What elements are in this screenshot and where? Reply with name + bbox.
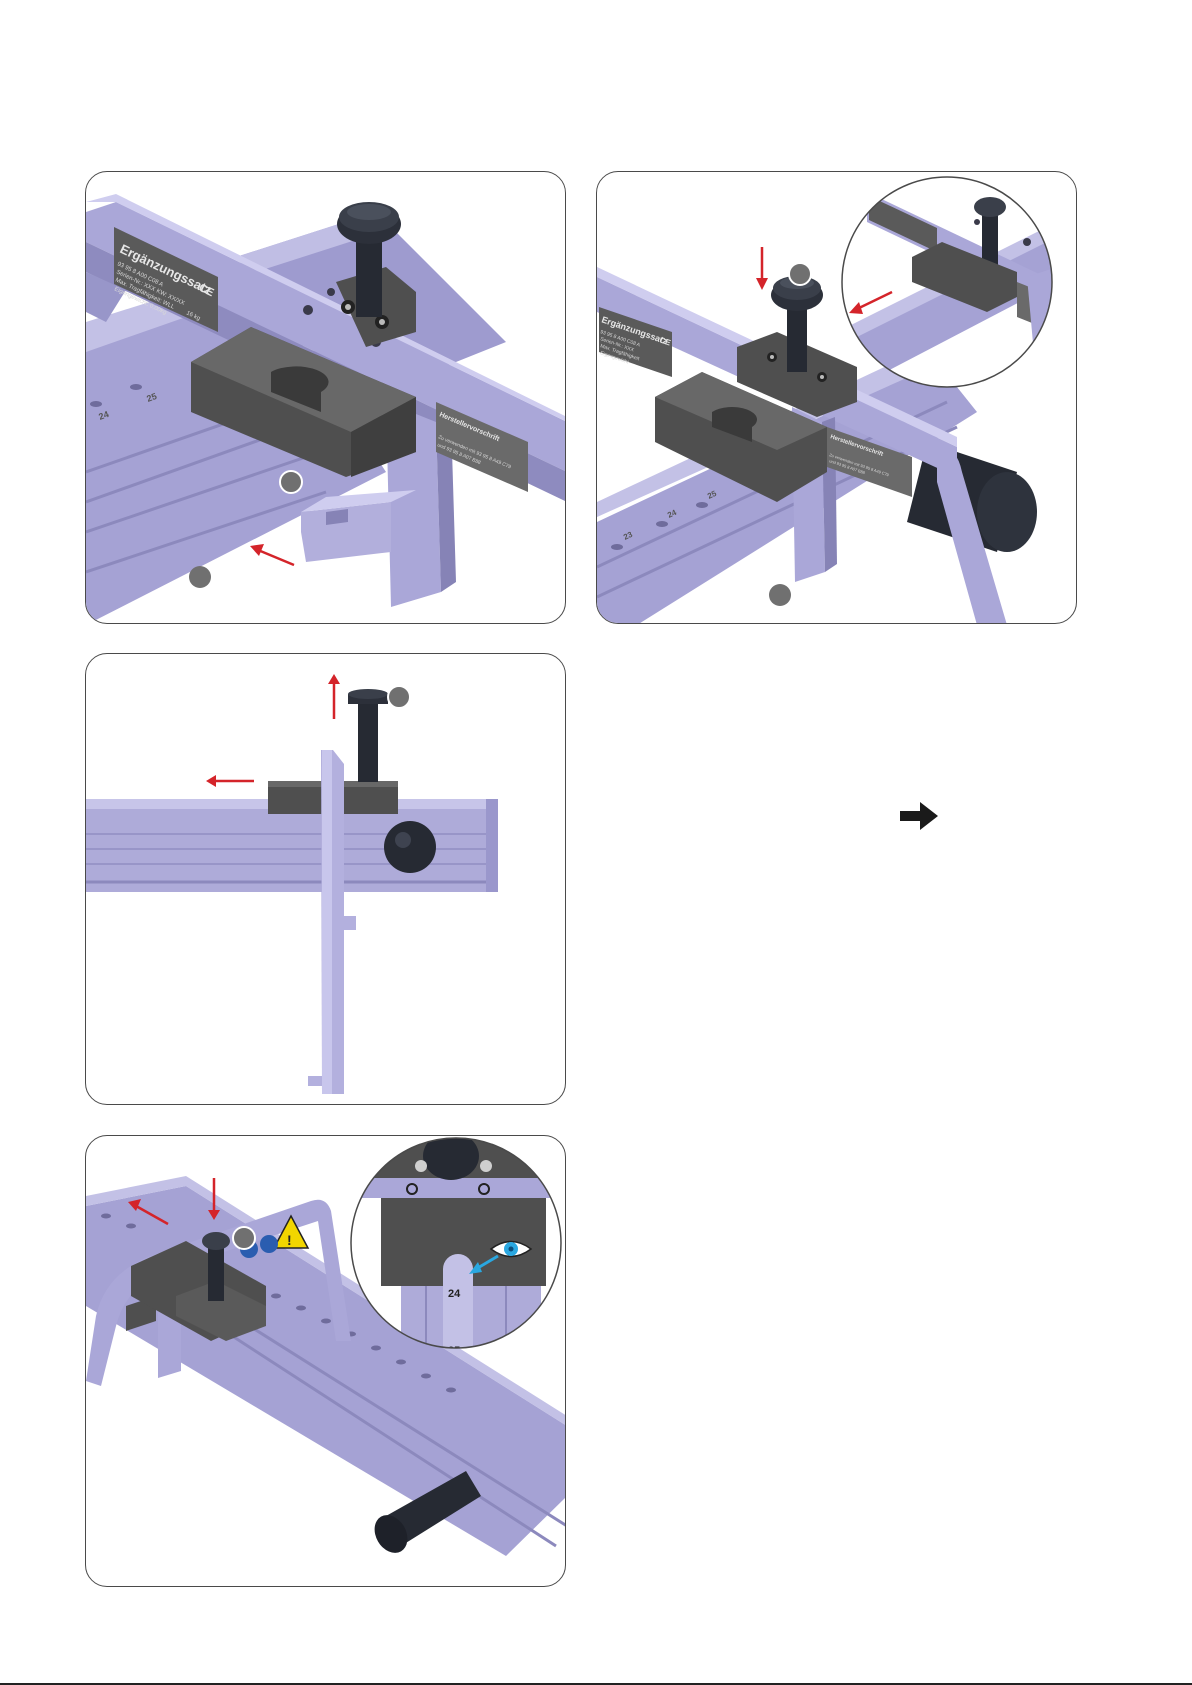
type-plate-line: 16 kg [185, 310, 201, 322]
svg-text:!: ! [287, 1232, 292, 1248]
scale-mark: 23 [622, 530, 634, 542]
eye-icon [489, 1240, 533, 1258]
callout-dot-icon [189, 566, 211, 588]
type-plate-ce: CE [658, 335, 672, 347]
scale-mark: 24 [97, 409, 110, 422]
illustration-3-drawing [86, 674, 498, 1094]
red-arrow-icon [206, 775, 254, 787]
detail-zoom-circle: 24 25 [350, 1137, 562, 1357]
detail-mark: 24 [448, 1288, 461, 1300]
red-arrow-icon [208, 1178, 220, 1220]
clamp-block-back [737, 332, 857, 417]
red-arrow-icon [756, 247, 768, 290]
red-arrow-icon [128, 1199, 169, 1226]
callout-dot-icon [788, 262, 812, 286]
frame-leg [937, 442, 1007, 623]
illustration-2-drawing: 23 24 25 Ergänzungssatz CE 93 95 8 A00 C… [597, 176, 1053, 623]
knob-pin [337, 202, 401, 317]
illustration-1-drawing: 25 24 Ergänzungssatz CE 93 95 8 A00 C08 … [86, 194, 565, 623]
frame-hook [301, 502, 391, 562]
callout-dot-icon [387, 685, 411, 709]
scale-mark: 25 [706, 489, 718, 501]
detail-zoom-circle [841, 176, 1053, 388]
detail-mark: 25 [448, 1345, 460, 1357]
illustration-panel-1: 25 24 Ergänzungssatz CE 93 95 8 A00 C08 … [85, 171, 566, 624]
scale-mark: 25 [145, 391, 158, 404]
type-plate: Ergänzungssatz CE 93 95 8 A00 C08 A Seri… [599, 307, 672, 377]
callout-dot-icon [769, 584, 791, 606]
type-plate-ce: CE [197, 282, 216, 299]
next-page-arrow-icon[interactable] [900, 802, 938, 835]
illustration-panel-3 [85, 653, 566, 1105]
knob-pin [202, 1232, 230, 1301]
red-arrow-icon [328, 674, 340, 719]
clamp-block-front [655, 372, 827, 502]
clamp-block-front [191, 327, 416, 477]
frame-top-bar [86, 202, 565, 472]
illustration-4-drawing: ! [86, 1137, 565, 1556]
instruction-plate: Herstellervorschrift Zu verwenden mit 93… [436, 402, 528, 492]
callout-dot-icon [232, 1226, 256, 1250]
warning-icon: ! [272, 1214, 310, 1249]
illustration-panel-4: ! [85, 1135, 566, 1587]
handle-grip [374, 1471, 481, 1553]
callout-dot-icon [279, 470, 303, 494]
rail-end-knob [384, 821, 436, 873]
page-bottom-rule [0, 1683, 1192, 1685]
knob-pin [348, 689, 388, 782]
red-arrow-icon [250, 544, 295, 567]
illustration-panel-2: 23 24 25 Ergänzungssatz CE 93 95 8 A00 C… [596, 171, 1077, 624]
scale-mark: 24 [666, 508, 678, 520]
